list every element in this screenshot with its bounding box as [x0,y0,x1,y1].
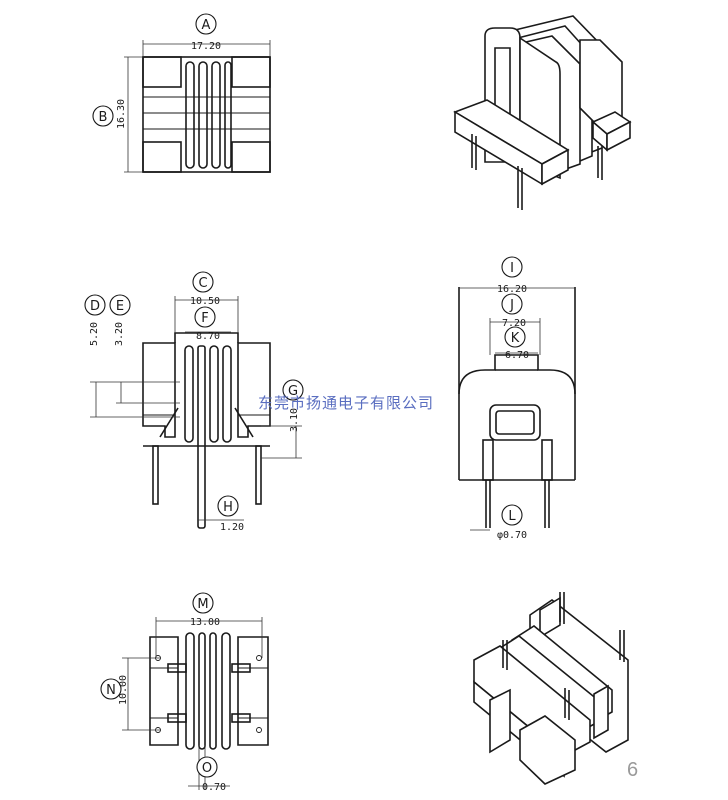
dimension-value-b: 16.30 [116,99,127,129]
dimension-marker-c [192,271,214,293]
dimension-letter-k: K [511,331,520,346]
dimension-letter-b: B [99,110,108,125]
dimension-value-o: 0.70 [202,782,226,793]
dimension-letter-c: C [198,276,207,291]
dimension-value-h: 1.20 [220,522,244,533]
dimension-letter-a: A [202,18,211,33]
dimension-letter-n: N [106,683,116,698]
dimension-letter-o: O [202,761,212,776]
dimension-marker-d [84,294,106,316]
dimension-letter-e: E [116,299,124,314]
side-view [458,287,576,531]
isometric-view-top [453,15,632,210]
dimension-value-k: 6.70 [505,350,529,361]
dimension-value-c: 10.50 [190,296,220,307]
dimension-letter-m: M [197,597,208,612]
dimension-marker-g [282,379,304,401]
dimension-value-g: 3.10 [289,408,300,432]
top-view [124,40,271,173]
dimension-value-f: 8.70 [196,331,220,342]
dimension-letter-d: D [90,299,100,314]
dimension-letter-j: J [509,298,514,313]
dimension-marker-e [109,294,131,316]
isometric-view-bottom [473,592,629,785]
dimension-value-l: φ0.70 [497,530,527,541]
dimension-value-d: 5.20 [89,322,100,346]
dimension-marker-i [501,256,523,278]
dimension-letter-i: I [510,261,514,276]
dimension-value-e: 3.20 [114,322,125,346]
dimension-marker-f [194,306,216,328]
dimension-marker-b [92,105,114,127]
dimension-marker-j [501,293,523,315]
dimension-marker-h [217,495,239,517]
dimension-letter-l: L [508,509,516,524]
dimension-marker-o [196,756,218,778]
dimension-value-n: 10.00 [118,675,129,705]
dimension-value-a: 17.20 [191,41,221,52]
dimension-marker-l [501,504,523,526]
dimension-marker-a [195,13,217,35]
company-watermark: 东莞市扬通电子有限公司 [258,394,434,412]
dimension-value-m: 13.00 [190,617,220,628]
dimension-marker-n [100,678,122,700]
dimension-letter-g: G [288,384,298,399]
bottom-view [122,617,269,790]
dimension-marker-k [504,326,526,348]
dimension-marker-m [192,592,214,614]
front-view [90,296,302,529]
dimension-letter-f: F [201,311,208,326]
page-number: 6 [627,759,638,781]
dimension-value-j: 7.20 [502,318,526,329]
dimension-value-i: 16.20 [497,284,527,295]
dimension-letter-h: H [223,500,233,515]
